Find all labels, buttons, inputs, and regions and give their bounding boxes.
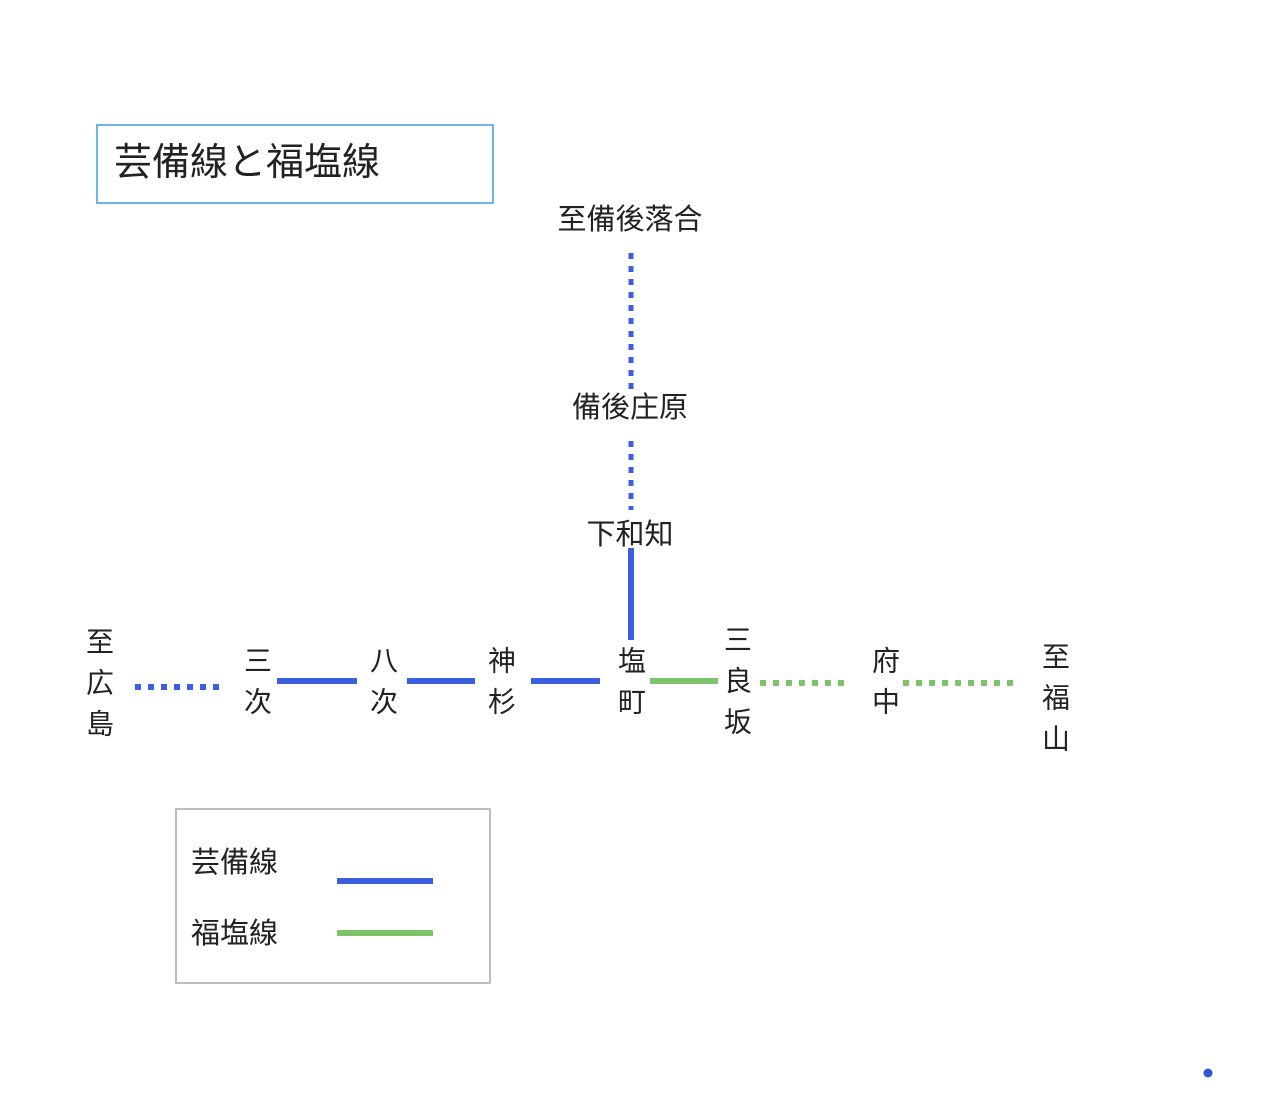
station-kamisugi: 神杉 xyxy=(484,646,517,728)
station-miyoshi: 三次 xyxy=(240,646,273,728)
station-to-hiroshima: 至広島 xyxy=(82,627,115,750)
marker-dot xyxy=(1203,1068,1213,1078)
legend: 芸備線 福塩線 xyxy=(175,808,491,984)
station-mirasaka: 三良坂 xyxy=(720,625,753,748)
station-to-fukuyama: 至福山 xyxy=(1038,642,1071,765)
station-shiomachi: 塩町 xyxy=(614,646,647,728)
legend-label-geibi: 芸備線 xyxy=(191,845,279,879)
station-shimowachi: 下和知 xyxy=(586,517,674,551)
legend-swatch-geibi xyxy=(337,878,433,884)
station-bingo-shobara: 備後庄原 xyxy=(571,390,689,424)
legend-label-fukuen: 福塩線 xyxy=(191,916,279,950)
station-yatsugi: 八次 xyxy=(366,646,399,728)
diagram-title: 芸備線と福塩線 xyxy=(114,140,381,184)
station-to-bingo-ochiai: 至備後落合 xyxy=(557,202,703,236)
legend-swatch-fukuen xyxy=(337,930,433,936)
station-fuchu: 府中 xyxy=(868,646,901,728)
title-box: 芸備線と福塩線 xyxy=(96,124,494,204)
